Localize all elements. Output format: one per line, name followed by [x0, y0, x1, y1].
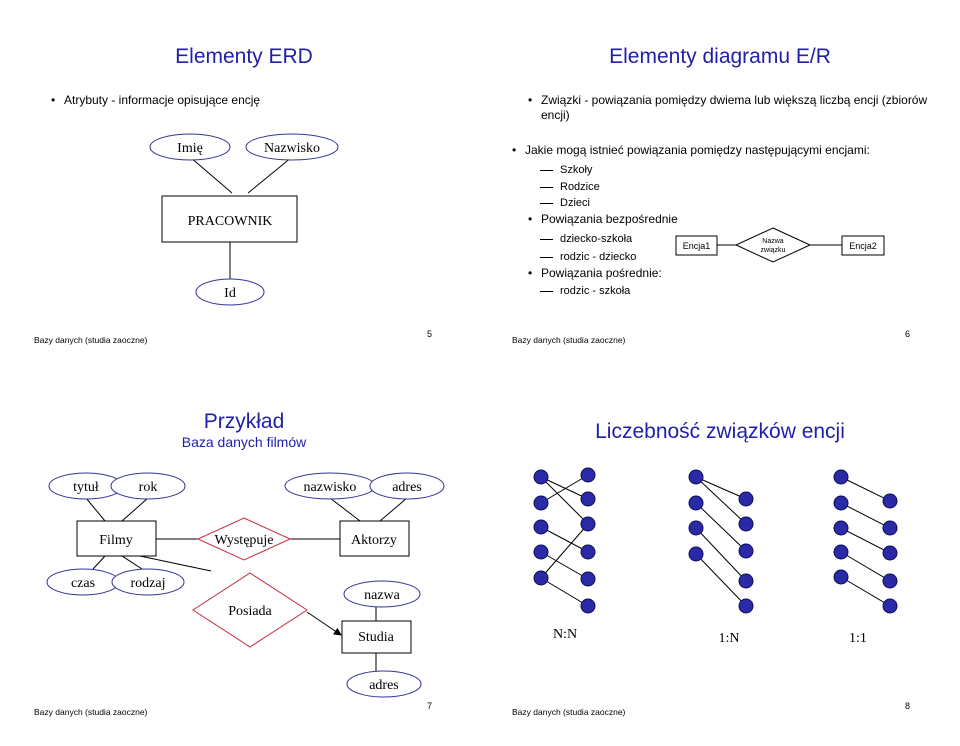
slide-footer: Bazy danych (studia zaoczne) — [512, 335, 626, 345]
movie-erd: tytuł rok nazwisko adres Filmy Występuje… — [46, 472, 445, 698]
page-number: 6 — [905, 329, 911, 339]
entity-1-box — [675, 235, 718, 256]
entity-filmy — [76, 520, 157, 557]
attribute-nazwisko-label: nazwisko — [304, 480, 357, 495]
entity-aktorzy — [339, 520, 410, 557]
attribute-id-label: Id — [224, 286, 236, 301]
entity-item-3: Dzieci — [540, 197, 590, 209]
attribute-adres2-label: adres — [369, 678, 399, 693]
relation-wystepuje — [196, 517, 292, 561]
slide-title: Przykład — [203, 410, 285, 433]
entity-pracownik — [161, 195, 298, 243]
entity-2-box — [841, 235, 885, 256]
relation-label-line1: Nazwa — [762, 238, 784, 245]
relation-posiada-label: Posiada — [228, 604, 272, 619]
slide-7: Przykład Baza danych filmów — [0, 373, 480, 746]
attribute-rodzaj-label: rodzaj — [131, 576, 166, 591]
attribute-id — [195, 278, 265, 306]
nn-nodes — [533, 467, 596, 614]
entity-item-1: Szkoły — [539, 164, 593, 176]
attribute-czas-label: czas — [71, 576, 95, 591]
slide-footer: Bazy danych (studia zaoczne) — [34, 707, 148, 717]
direct-item-2: rodzic - dziecko — [539, 251, 637, 263]
entity-1-label: Encja1 — [683, 241, 711, 251]
attribute-nazwa-label: nazwa — [364, 588, 401, 603]
attribute-adres-label: adres — [392, 480, 422, 495]
11-diagram — [840, 476, 891, 607]
attribute-tytul-label: tytuł — [73, 480, 99, 495]
direct-item-1: dziecko-szkoła — [539, 233, 633, 245]
label-11: 1:1 — [849, 631, 867, 646]
bullet-indirect: Powiązania pośrednie: — [528, 266, 662, 281]
attribute-rok — [110, 472, 186, 500]
slide-title: Liczebność związków encji — [595, 420, 845, 443]
label-1n: 1:N — [719, 631, 740, 646]
question-text: Jakie mogą istnieć powiązania pomiędzy n… — [512, 143, 870, 158]
page-number: 8 — [905, 701, 911, 711]
relation-posiada — [192, 572, 308, 648]
relation-wystepuje-label: Występuje — [214, 533, 273, 548]
slide-title: Elementy ERD — [175, 45, 313, 68]
label-nn: N:N — [553, 627, 577, 642]
relation-label-line2: związku — [761, 247, 786, 254]
bullet-text: Atrybuty - informacje opisujące encję — [51, 93, 464, 108]
indirect-item-1: rodzic - szkoła — [539, 285, 631, 297]
1n-diagram — [695, 476, 747, 607]
cardinality-diagrams: N:N 1:N 1:1 — [533, 467, 898, 646]
erd-diagram: Imię Nazwisko PRACOWNIK Id — [149, 133, 339, 306]
entity-studia — [341, 620, 412, 654]
bullet-relations: Związki - powiązania pomiędzy dwiema lub… — [528, 93, 941, 123]
bullet-direct: Powiązania bezpośrednie — [528, 212, 678, 227]
entity-2-label: Encja2 — [849, 241, 877, 251]
entity-filmy-label: Filmy — [99, 533, 132, 548]
slide-8: Liczebność związków encji — [480, 373, 960, 746]
nn-diagram — [540, 474, 589, 607]
relation-diagram: Encja1 Nazwa związku Encja2 — [675, 227, 885, 263]
attribute-nazwisko — [245, 133, 339, 161]
slide-title: Elementy diagramu E/R — [609, 45, 831, 68]
entity-studia-label: Studia — [358, 630, 395, 645]
slide-footer: Bazy danych (studia zaoczne) — [512, 707, 626, 717]
slide-footer: Bazy danych (studia zaoczne) — [34, 335, 148, 345]
entity-pracownik-label: PRACOWNIK — [188, 214, 273, 229]
entity-item-2: Rodzice — [540, 181, 600, 193]
attribute-adres2 — [346, 670, 422, 698]
attribute-nazwa — [343, 580, 421, 608]
attribute-imie — [149, 133, 231, 161]
attribute-rodzaj — [111, 568, 185, 596]
slide-5: Elementy ERD Atrybuty - informacje opisu… — [0, 0, 480, 373]
attribute-adres — [369, 472, 445, 500]
page-number: 7 — [427, 701, 433, 711]
attribute-nazwisko-label: Nazwisko — [264, 141, 320, 156]
page-number: 5 — [427, 329, 433, 339]
attribute-imie-label: Imię — [177, 141, 203, 156]
1n-nodes — [688, 469, 754, 614]
slide-subtitle: Baza danych filmów — [181, 434, 307, 450]
slide-6: Elementy diagramu E/R Związki - powiązan… — [480, 0, 960, 373]
entity-aktorzy-label: Aktorzy — [351, 533, 397, 548]
attribute-rok-label: rok — [139, 480, 158, 495]
11-nodes — [833, 469, 898, 614]
relation-diamond — [734, 227, 812, 263]
